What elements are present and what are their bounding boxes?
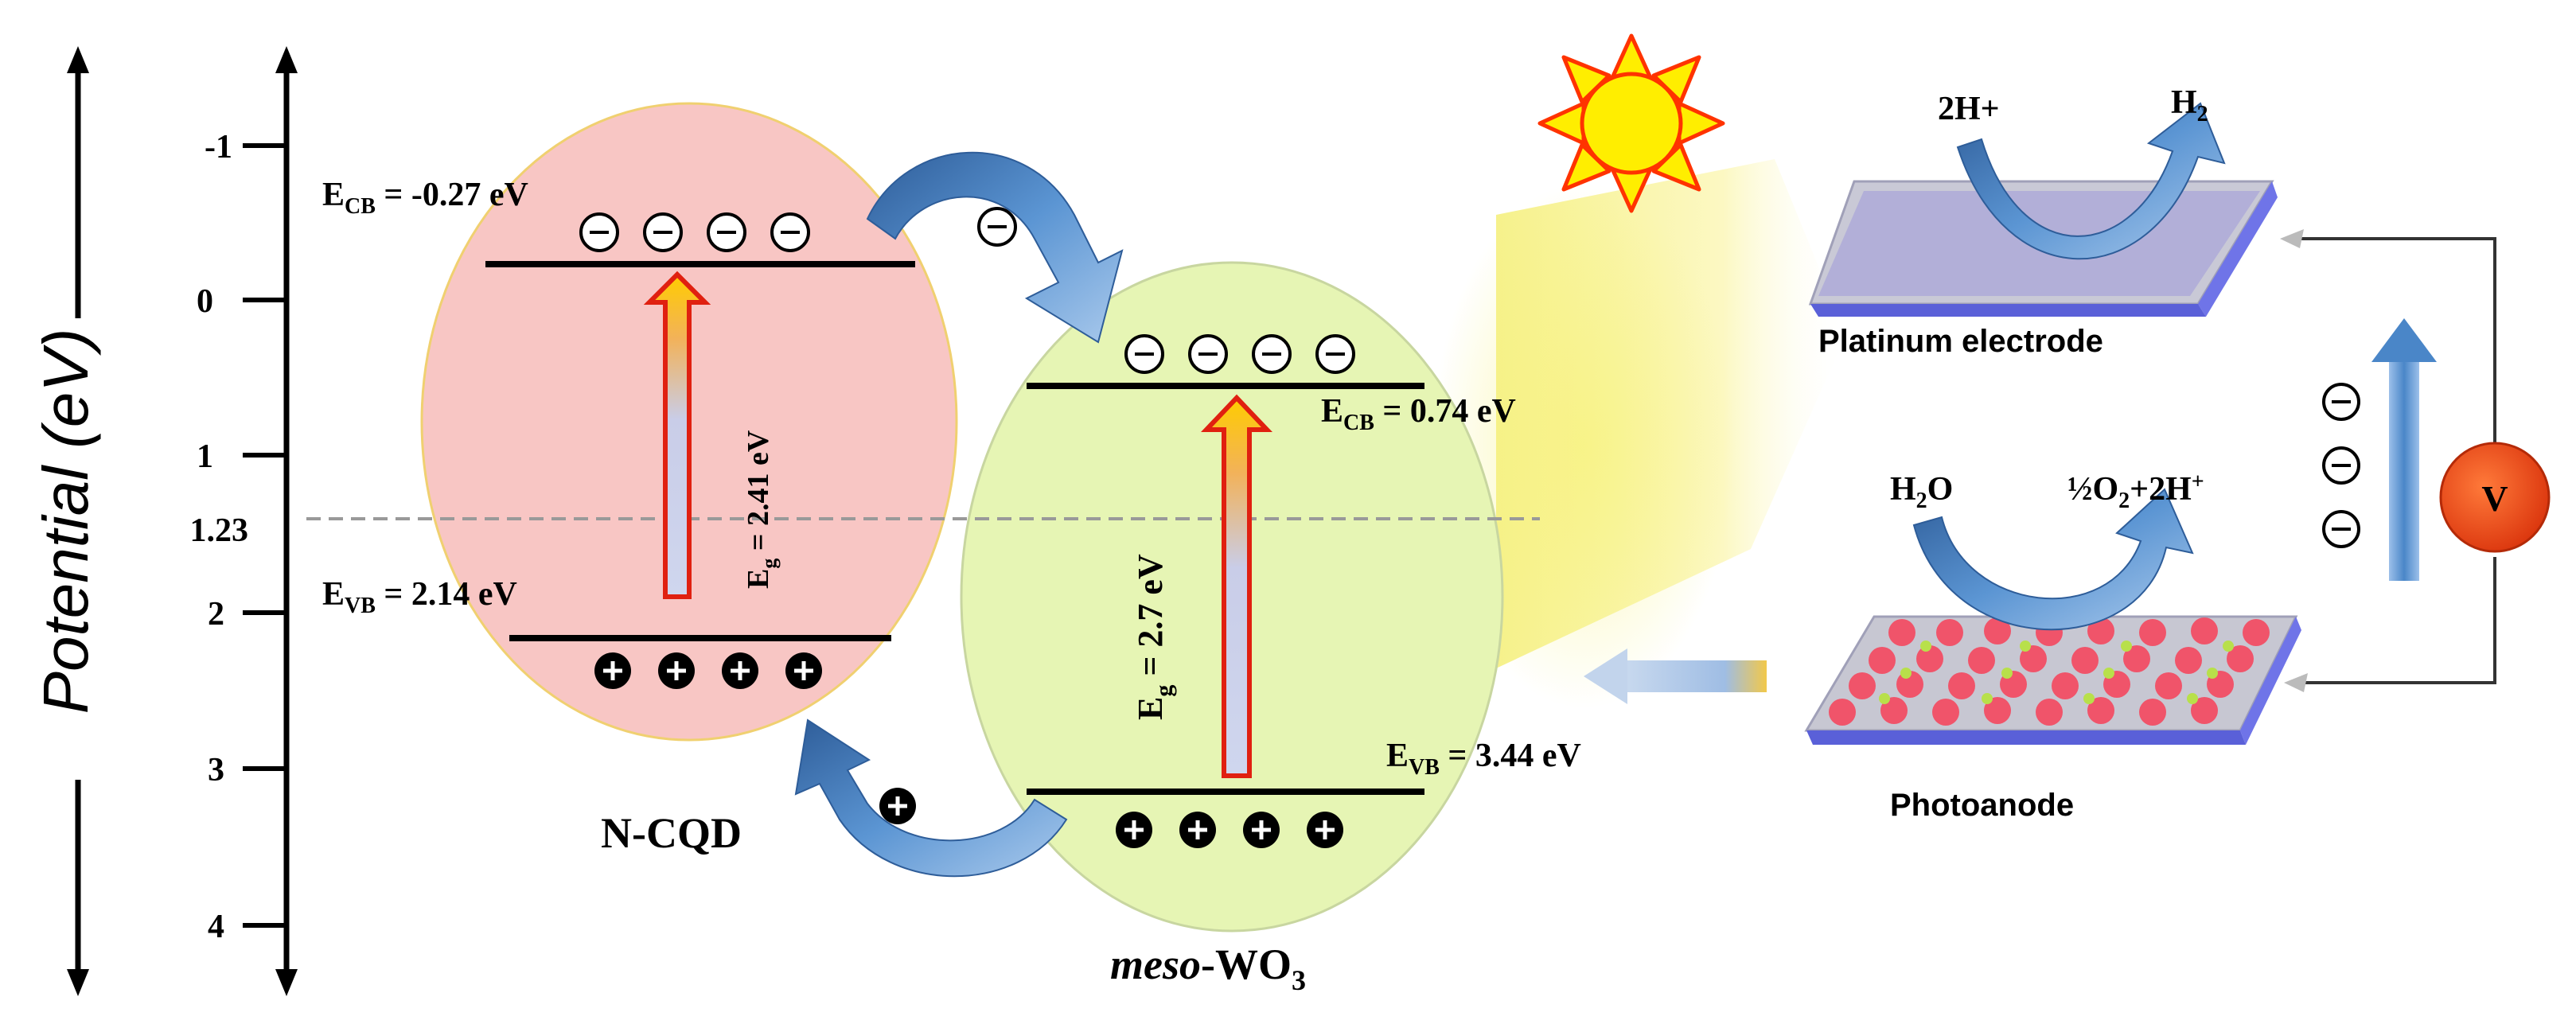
ncqd-gap-arrow (643, 271, 711, 599)
ncqd-electrons (579, 212, 810, 252)
injection-arrow (1584, 648, 1767, 704)
ncqd-ecb-label: ECB = -0.27 eV (322, 177, 528, 219)
voltmeter-icon (2439, 442, 2551, 553)
tick-label: 0 (197, 283, 213, 320)
cathode-product: H2 (2171, 84, 2208, 127)
ncqd-eg-label: Eg = 2.41 eV (742, 430, 781, 589)
external-circuit (2292, 237, 2496, 684)
ncqd-holes (594, 652, 822, 689)
wo3-eg-label: Eg = 2.7 eV (1131, 554, 1177, 720)
wo3-holes (1116, 812, 1343, 848)
transfer-electron-icon (977, 207, 1017, 247)
wo3-ecb-label: ECB = 0.74 eV (1321, 393, 1516, 435)
tick-label: 1.23 (190, 512, 249, 549)
cathode-reactant: 2H+ (1938, 91, 2000, 127)
voltmeter-label: V (2481, 478, 2508, 519)
axis-title: Potential (eV) (30, 329, 101, 715)
sun-icon (1537, 33, 1725, 213)
wo3-evb-label: EVB = 3.44 eV (1386, 738, 1581, 780)
circuit-arrowhead (2280, 229, 2304, 248)
cathode-label: Platinum electrode (1818, 324, 2103, 359)
anode-label: Photoanode (1890, 788, 2074, 823)
tick-label: -1 (205, 129, 232, 165)
potential-axis (243, 46, 298, 996)
cathode-reaction-arrow (1956, 102, 2226, 260)
photoanode-particles (1829, 617, 2270, 726)
tick-label: 4 (208, 909, 224, 945)
anode-reactant: H2O (1890, 471, 1953, 513)
wo3-electrons (1124, 334, 1355, 374)
wo3-label: meso-WO3 (1110, 940, 1306, 996)
external-electrons (2322, 383, 2360, 548)
photoanode-dots (1879, 641, 2234, 704)
ncqd-evb-label: EVB = 2.14 eV (322, 576, 517, 618)
tick-label: 3 (208, 752, 224, 789)
ncqd-label: N-CQD (601, 809, 742, 857)
anode-product: ½O2+2H+ (2067, 469, 2204, 513)
tick-label: 2 (208, 596, 224, 633)
wo3-gap-arrow (1201, 394, 1272, 778)
anode-reaction-arrow (1912, 488, 2194, 631)
light-glow (1432, 183, 1735, 708)
electron-flow-arrow (2371, 318, 2437, 581)
transfer-hole-icon (879, 788, 916, 824)
electron-transfer-arrow (866, 151, 1124, 344)
circuit-arrowhead (2284, 673, 2308, 692)
tick-label: 1 (197, 438, 213, 475)
hole-transfer-arrow (794, 718, 1068, 878)
